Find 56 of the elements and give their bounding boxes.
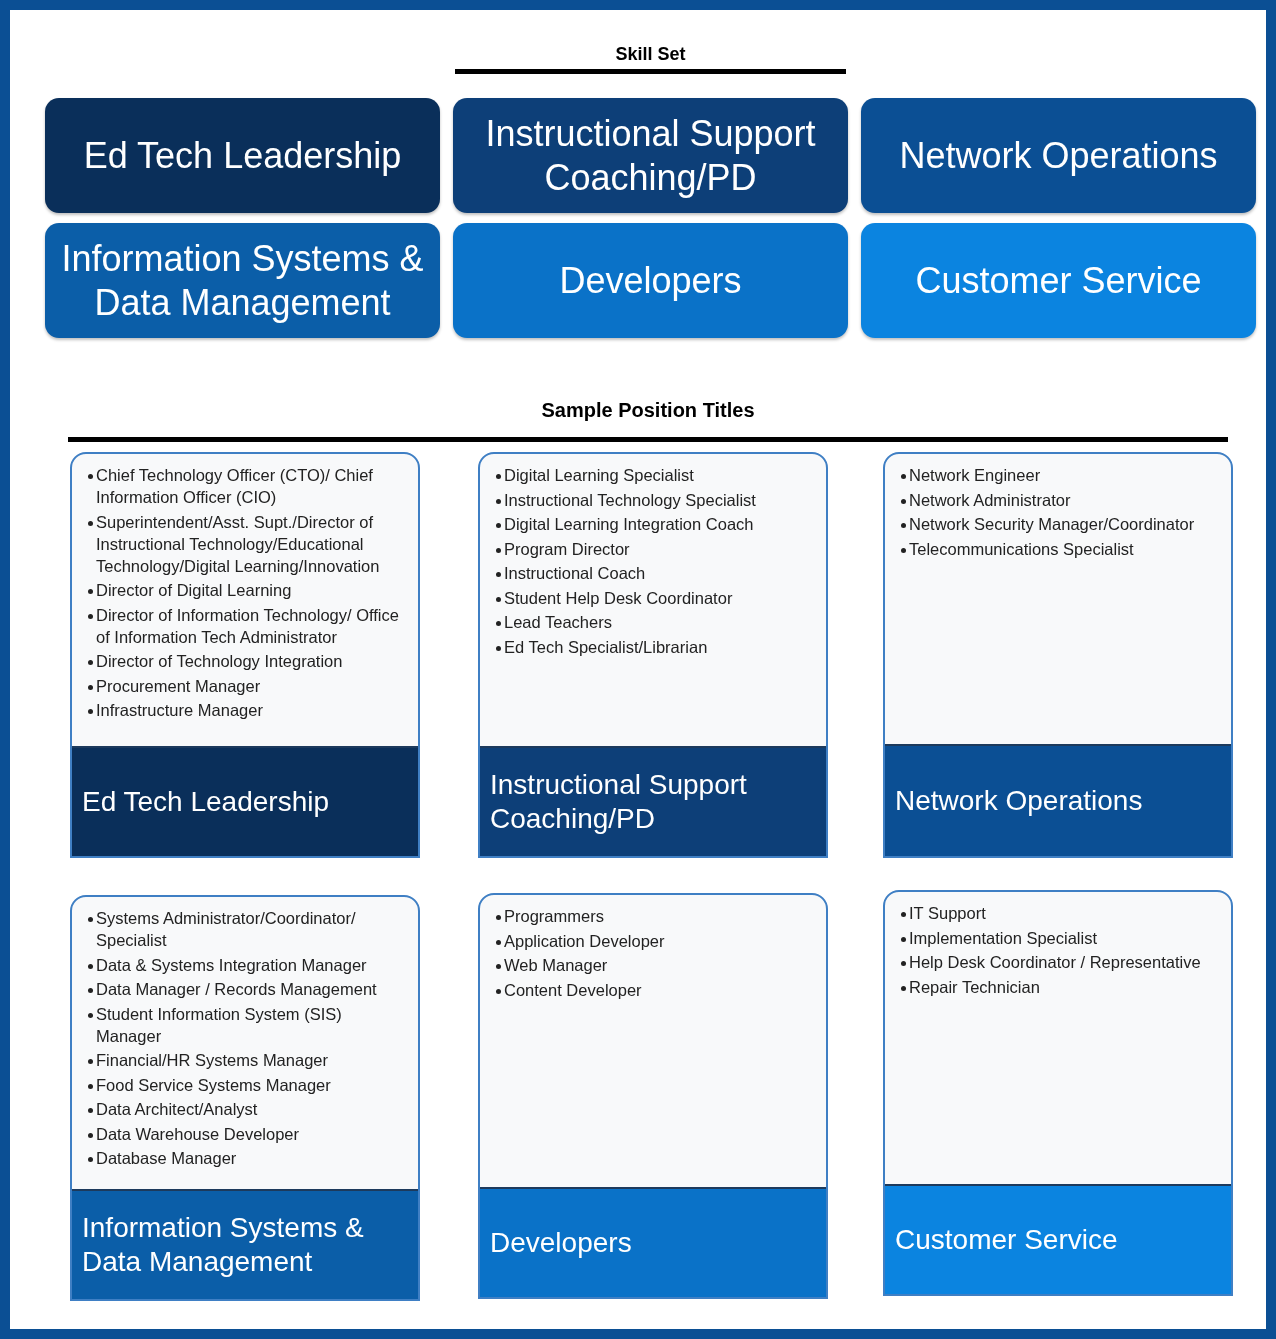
position-title: Content Developer <box>496 978 818 1001</box>
position-title: Web Manager <box>496 954 818 976</box>
position-title: Lead Teachers <box>496 611 818 633</box>
position-card <box>478 893 828 1299</box>
section-heading: Skill Set <box>614 44 687 65</box>
position-title: Procurement Manager <box>88 674 410 697</box>
position-title: Superintendent/Asst. Supt./Director of Instructional Technology/Educational Technology/Digital Learning/Innovation <box>88 510 410 577</box>
card-footer: Developers <box>480 1187 826 1297</box>
position-card <box>883 890 1233 1296</box>
position-title: Director of Technology Integration <box>88 650 410 672</box>
section-heading: Sample Position Titles <box>540 399 756 422</box>
position-title: Network Security Manager/Coordinator <box>901 513 1223 535</box>
position-title: Systems Administrator/Coordinator/ Specialist <box>88 907 410 951</box>
position-card <box>883 452 1233 858</box>
position-title: IT Support <box>901 902 1223 924</box>
skill-box: Information Systems & Data Management <box>45 223 440 338</box>
position-title: Infrastructure Manager <box>88 699 410 721</box>
card-footer: Ed Tech Leadership <box>72 746 418 856</box>
position-title: Instructional Technology Specialist <box>496 488 818 511</box>
card-footer: Information Systems & Data Management <box>72 1189 418 1299</box>
card-footer: Network Operations <box>885 744 1231 856</box>
position-title: Help Desk Coordinator / Representative <box>901 951 1223 973</box>
skill-box: Instructional Support Coaching/PD <box>453 98 848 213</box>
position-title: Food Service Systems Manager <box>88 1073 410 1096</box>
card-footer: Customer Service <box>885 1184 1231 1294</box>
position-title: Digital Learning Specialist <box>496 464 818 486</box>
position-title: Programmers <box>496 905 818 927</box>
skill-box: Network Operations <box>861 98 1256 213</box>
position-card <box>478 452 828 858</box>
position-title: Instructional Coach <box>496 562 818 584</box>
skill-box: Ed Tech Leadership <box>45 98 440 213</box>
position-title: Program Director <box>496 537 818 560</box>
position-title: Chief Technology Officer (CTO)/ Chief Information Officer (CIO) <box>88 464 410 508</box>
position-title: Student Information System (SIS) Manager <box>88 1002 410 1047</box>
position-title: Data Architect/Analyst <box>88 1098 410 1120</box>
position-title: Data & Systems Integration Manager <box>88 953 410 976</box>
position-card <box>70 895 420 1301</box>
skill-box: Customer Service <box>861 223 1256 338</box>
position-card <box>70 452 420 858</box>
card-footer: Instructional Support Coaching/PD <box>480 746 826 856</box>
position-title: Director of Information Technology/ Office of Information Tech Administrator <box>88 603 410 648</box>
position-title: Network Engineer <box>901 464 1223 486</box>
position-title: Data Manager / Records Management <box>88 978 410 1000</box>
position-title: Database Manager <box>88 1147 410 1169</box>
position-title: Digital Learning Integration Coach <box>496 513 818 535</box>
position-title: Financial/HR Systems Manager <box>88 1049 410 1071</box>
position-title: Ed Tech Specialist/Librarian <box>496 635 818 658</box>
position-title: Implementation Specialist <box>901 926 1223 949</box>
position-title: Network Administrator <box>901 488 1223 511</box>
position-title: Data Warehouse Developer <box>88 1122 410 1145</box>
position-title: Application Developer <box>496 929 818 952</box>
position-title: Student Help Desk Coordinator <box>496 586 818 609</box>
position-title: Repair Technician <box>901 975 1223 998</box>
position-title: Telecommunications Specialist <box>901 537 1223 560</box>
position-title: Director of Digital Learning <box>88 579 410 601</box>
skill-box: Developers <box>453 223 848 338</box>
